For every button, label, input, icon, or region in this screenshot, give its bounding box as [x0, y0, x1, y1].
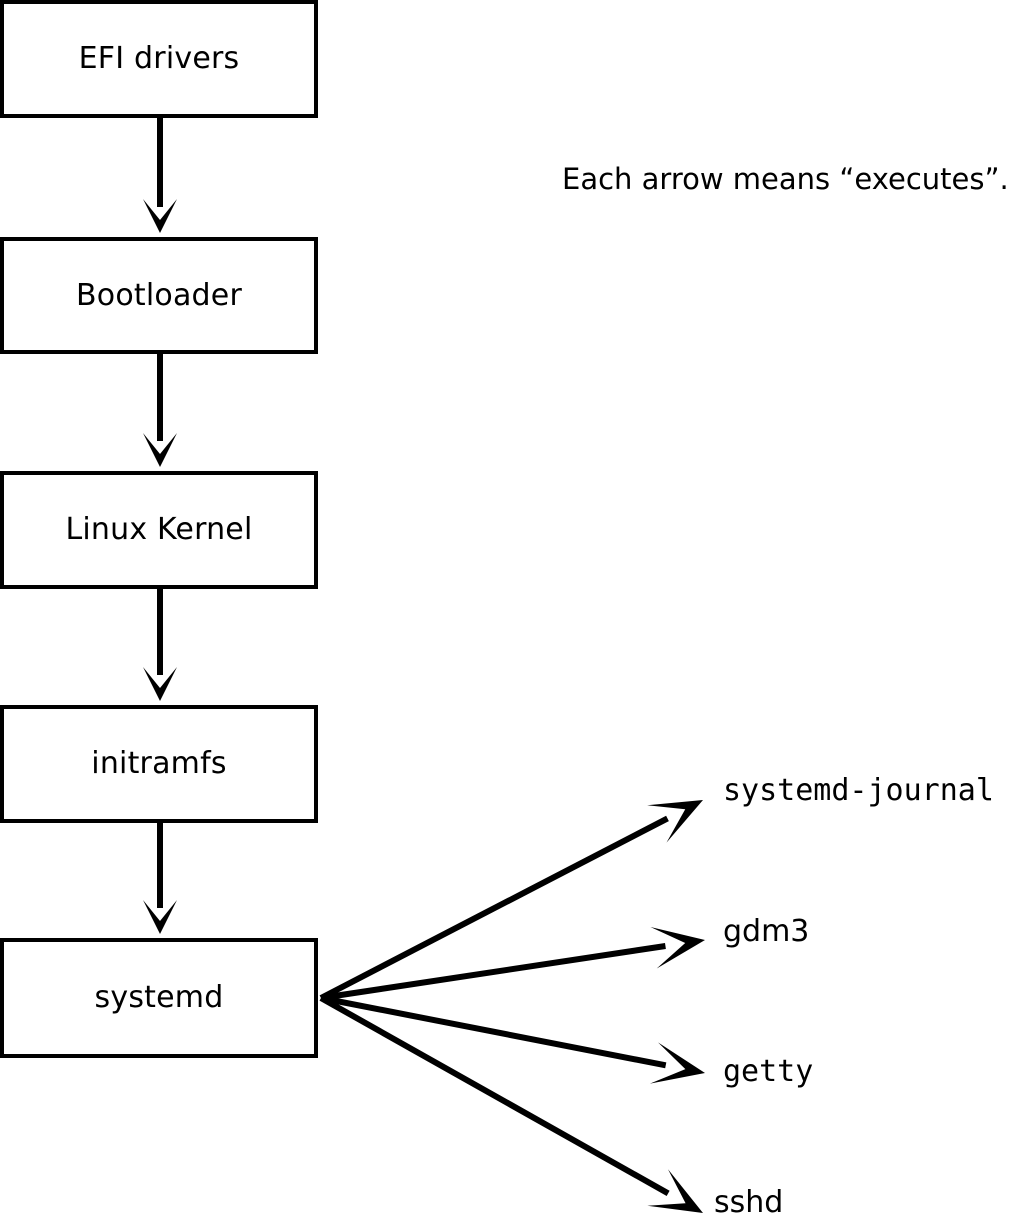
service-label-sshd[interactable]: sshd: [714, 1185, 784, 1220]
boot-stage-label: systemd: [94, 980, 224, 1015]
boot-stage-label: initramfs: [91, 746, 227, 781]
boot-stage-box[interactable]: Bootloader: [0, 237, 318, 354]
fanout-arrow-head: [647, 1169, 703, 1213]
boot-stage-box[interactable]: initramfs: [0, 705, 318, 823]
chain-arrow-head: [143, 900, 177, 934]
boot-stage-box[interactable]: systemd: [0, 938, 318, 1058]
fanout-arrow-shaft: [320, 943, 666, 1001]
fanout-arrow-shaft: [319, 995, 670, 1196]
legend-caption: Each arrow means “executes”.: [562, 162, 1009, 196]
chain-arrow-head: [143, 199, 177, 233]
fanout-arrow-head: [650, 927, 705, 969]
fanout-arrow-head: [649, 1042, 705, 1084]
chain-arrow-head: [143, 433, 177, 467]
service-label-systemd-journal[interactable]: systemd-journal: [723, 773, 994, 808]
fanout-arrow-shaft: [319, 815, 669, 1001]
boot-stage-label: Bootloader: [76, 277, 242, 313]
service-label-gdm3[interactable]: gdm3: [723, 914, 810, 949]
boot-stage-label: EFI drivers: [78, 41, 240, 76]
fanout-arrow-shaft: [320, 995, 667, 1069]
boot-stage-box[interactable]: Linux Kernel: [0, 471, 318, 589]
fanout-arrow-head: [647, 800, 703, 843]
chain-arrow-head: [143, 667, 177, 701]
boot-stage-box[interactable]: EFI drivers: [0, 0, 318, 118]
boot-stage-label: Linux Kernel: [65, 512, 253, 547]
service-label-getty[interactable]: getty: [723, 1054, 814, 1089]
